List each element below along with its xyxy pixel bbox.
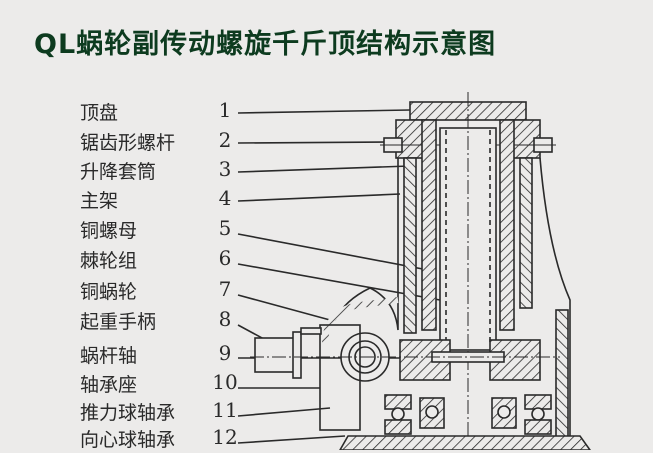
part-number: 11 — [212, 398, 238, 422]
part-number: 6 — [218, 246, 232, 270]
part-label-11: 推力球轴承 11 — [80, 398, 260, 426]
diagram-title: QL蜗轮副传动螺旋千斤顶结构示意图 — [34, 29, 497, 60]
part-name: 铜蜗轮 — [80, 281, 138, 303]
leader-lines — [237, 109, 441, 444]
part-name: 蜗杆轴 — [80, 345, 138, 367]
part-label-2: 锯齿形螺杆 2 — [80, 128, 260, 156]
part-name: 锯齿形螺杆 — [80, 132, 176, 154]
part-number: 9 — [218, 341, 232, 365]
part-number: 3 — [218, 157, 232, 181]
part-number: 8 — [218, 307, 232, 331]
part-label-1: 顶盘 1 — [80, 98, 260, 126]
part-name: 向心球轴承 — [80, 429, 176, 451]
part-name: 主架 — [80, 190, 119, 212]
jack-body — [250, 92, 591, 450]
part-number: 12 — [212, 425, 238, 449]
part-name: 棘轮组 — [80, 250, 138, 272]
part-name: 升降套筒 — [80, 161, 157, 183]
part-number: 1 — [218, 98, 232, 122]
part-name: 轴承座 — [80, 374, 138, 396]
part-number: 7 — [218, 277, 232, 301]
part-name: 起重手柄 — [80, 311, 157, 333]
part-label-12: 向心球轴承 12 — [80, 425, 260, 453]
part-name: 铜螺母 — [80, 220, 138, 242]
part-number: 5 — [218, 216, 232, 240]
part-label-4: 主架 4 — [80, 186, 260, 214]
part-label-10: 轴承座 10 — [80, 370, 260, 398]
part-label-8: 起重手柄 8 — [80, 307, 260, 335]
part-name: 推力球轴承 — [80, 402, 176, 424]
part-number: 4 — [218, 186, 232, 210]
part-number: 2 — [218, 128, 232, 152]
part-number: 10 — [212, 370, 238, 394]
part-label-5: 铜螺母 5 — [80, 216, 260, 244]
part-label-9: 蜗杆轴 9 — [80, 341, 260, 369]
part-label-3: 升降套筒 3 — [80, 157, 260, 185]
part-name: 顶盘 — [80, 102, 119, 124]
part-label-7: 铜蜗轮 7 — [80, 277, 260, 305]
part-label-6: 棘轮组 6 — [80, 246, 260, 274]
